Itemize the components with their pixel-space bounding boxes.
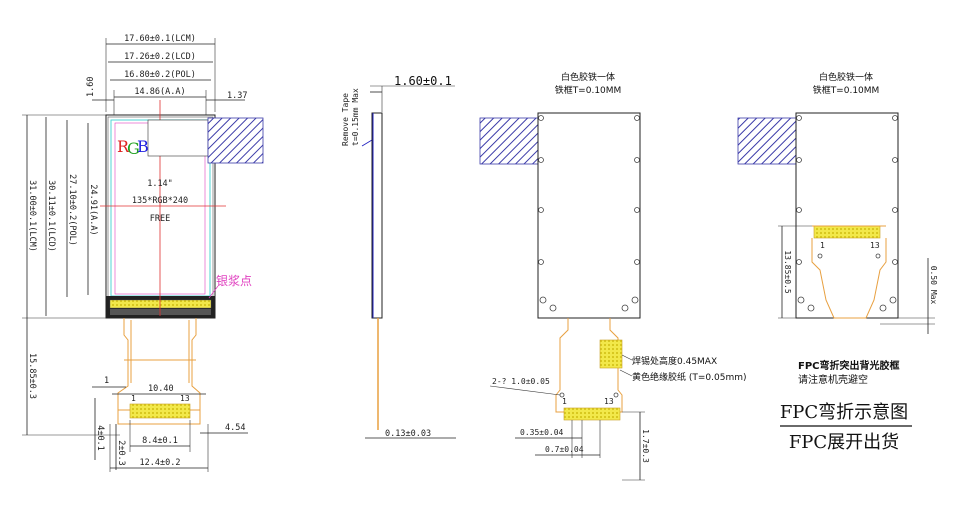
back2-label-line1: 白色胶铁一体 xyxy=(819,71,873,83)
back1-label-line2: 铁框T=0.10MM xyxy=(555,84,622,96)
dim-2-0-3: 2±0.3 xyxy=(116,440,126,466)
title-block: FPC弯折示意图 FPC展开出货 xyxy=(780,402,912,453)
back1-label-line1: 白色胶铁一体 xyxy=(561,71,615,83)
solder-height-note: 焊锡处高度0.45MAX xyxy=(632,355,717,367)
front-pin-1: 1 xyxy=(131,394,136,403)
dim-0-7: 0.7±0.04 xyxy=(545,445,584,454)
remove-tape-label: Remove Tape xyxy=(341,93,350,146)
dim-pol-height: 27.10±0.2(POL) xyxy=(67,174,77,246)
side-view: 1.60±0.1 Remove Tape t=0.15mm Max 0.13±0… xyxy=(341,74,456,439)
back1-pin-13: 13 xyxy=(604,397,614,406)
lcm-outline xyxy=(100,100,264,319)
free-label: FREE xyxy=(150,214,170,224)
rgb-logo: R G B xyxy=(117,137,149,158)
fpc-pads xyxy=(129,403,191,419)
back1-holes xyxy=(538,115,640,312)
insulation-tape-note: 黄色绝缘胶纸 (T=0.05mm) xyxy=(632,371,747,383)
dim-8-4: 8.4±0.1 xyxy=(142,436,178,446)
back2-label-line2: 铁框T=0.10MM xyxy=(813,84,880,96)
rgb-letter-g: G xyxy=(127,139,140,158)
fpc-dimensions: 1 10.40 8.4±0.1 12.4±0.2 4±0.1 2±0.3 4.5… xyxy=(92,376,248,472)
silver-paste-label: 银浆点 xyxy=(216,273,252,288)
dim-lcm-height: 31.00±0.1(LCM) xyxy=(27,180,37,252)
back-view-1: 白色胶铁一体 铁框T=0.10MM 1 13 焊锡处高度0.45MAX 黄色绝缘… xyxy=(479,71,747,481)
bend-note-line2: 请注意机壳避空 xyxy=(798,373,868,386)
remove-tape-thickness: t=0.15mm Max xyxy=(351,88,360,146)
dim-fpc-length: 15.85±0.3 xyxy=(27,353,37,399)
dim-hole-dia: 2-? 1.0±0.05 xyxy=(492,377,550,386)
dim-thickness: 1.60±0.1 xyxy=(394,74,452,88)
dim-12-4: 12.4±0.2 xyxy=(140,458,181,468)
hatched-tab xyxy=(207,117,264,164)
title-fpc-ship: FPC展开出货 xyxy=(789,432,899,453)
title-fpc-bend: FPC弯折示意图 xyxy=(780,402,908,423)
width-dimensions: 17.60±0.1(LCM) 17.26±0.2(LCD) 16.80±0.2(… xyxy=(86,34,247,118)
back2-holes xyxy=(796,115,898,312)
resolution-label: 135*RGB*240 xyxy=(132,196,188,206)
rgb-letter-r: R xyxy=(117,137,130,156)
front-view: 17.60±0.1(LCM) 17.26±0.2(LCD) 16.80±0.2(… xyxy=(22,34,264,472)
dim-aa-height: 24.91(A.A) xyxy=(88,184,98,235)
dim-lcd-height: 30.11±0.1(LCD) xyxy=(46,180,56,252)
fpc-front: 1 13 xyxy=(117,318,201,425)
dim-4-54: 4.54 xyxy=(225,423,245,433)
dim-1-7: 1.7±0.3 xyxy=(641,429,650,463)
front-pin-13: 13 xyxy=(180,394,190,403)
dim-aa-width: 14.86(A.A) xyxy=(134,87,185,97)
solder-pad xyxy=(599,339,623,369)
dim-right-offset: 1.37 xyxy=(227,91,247,101)
back1-fpc-pads xyxy=(563,407,621,421)
dim-13-85: 13.85±0.5 xyxy=(783,250,792,294)
dim-pol-width: 16.80±0.2(POL) xyxy=(124,70,196,80)
back1-pin-1: 1 xyxy=(562,397,567,406)
dim-lcm-width: 17.60±0.1(LCM) xyxy=(124,34,196,44)
dim-lcd-width: 17.26±0.2(LCD) xyxy=(124,52,196,62)
back2-pin-13: 13 xyxy=(870,241,880,250)
back2-pin-1: 1 xyxy=(820,241,825,250)
dim-4-0-1: 4±0.1 xyxy=(95,425,105,451)
bend-note-line1: FPC弯折突出背光胶框 xyxy=(798,359,900,372)
back-view-2: 白色胶铁一体 铁框T=0.10MM 1 13 13.85±0.5 0.50 Ma… xyxy=(737,71,938,386)
rgb-letter-b: B xyxy=(137,137,149,156)
dim-pin1-offset: 1 xyxy=(104,376,109,386)
dim-0-50: 0.50 Max xyxy=(929,266,938,305)
size-label: 1.14" xyxy=(147,179,173,189)
dim-0-35: 0.35±0.04 xyxy=(520,428,564,437)
dim-fpc-thickness: 0.13±0.03 xyxy=(385,429,431,439)
dim-10-40: 10.40 xyxy=(148,384,174,394)
back2-fpc-pads xyxy=(813,225,881,239)
dim-left-offset: 1.60 xyxy=(86,77,96,97)
height-dimensions: 31.00±0.1(LCM) 30.11±0.1(LCD) 27.10±0.2(… xyxy=(22,114,120,436)
